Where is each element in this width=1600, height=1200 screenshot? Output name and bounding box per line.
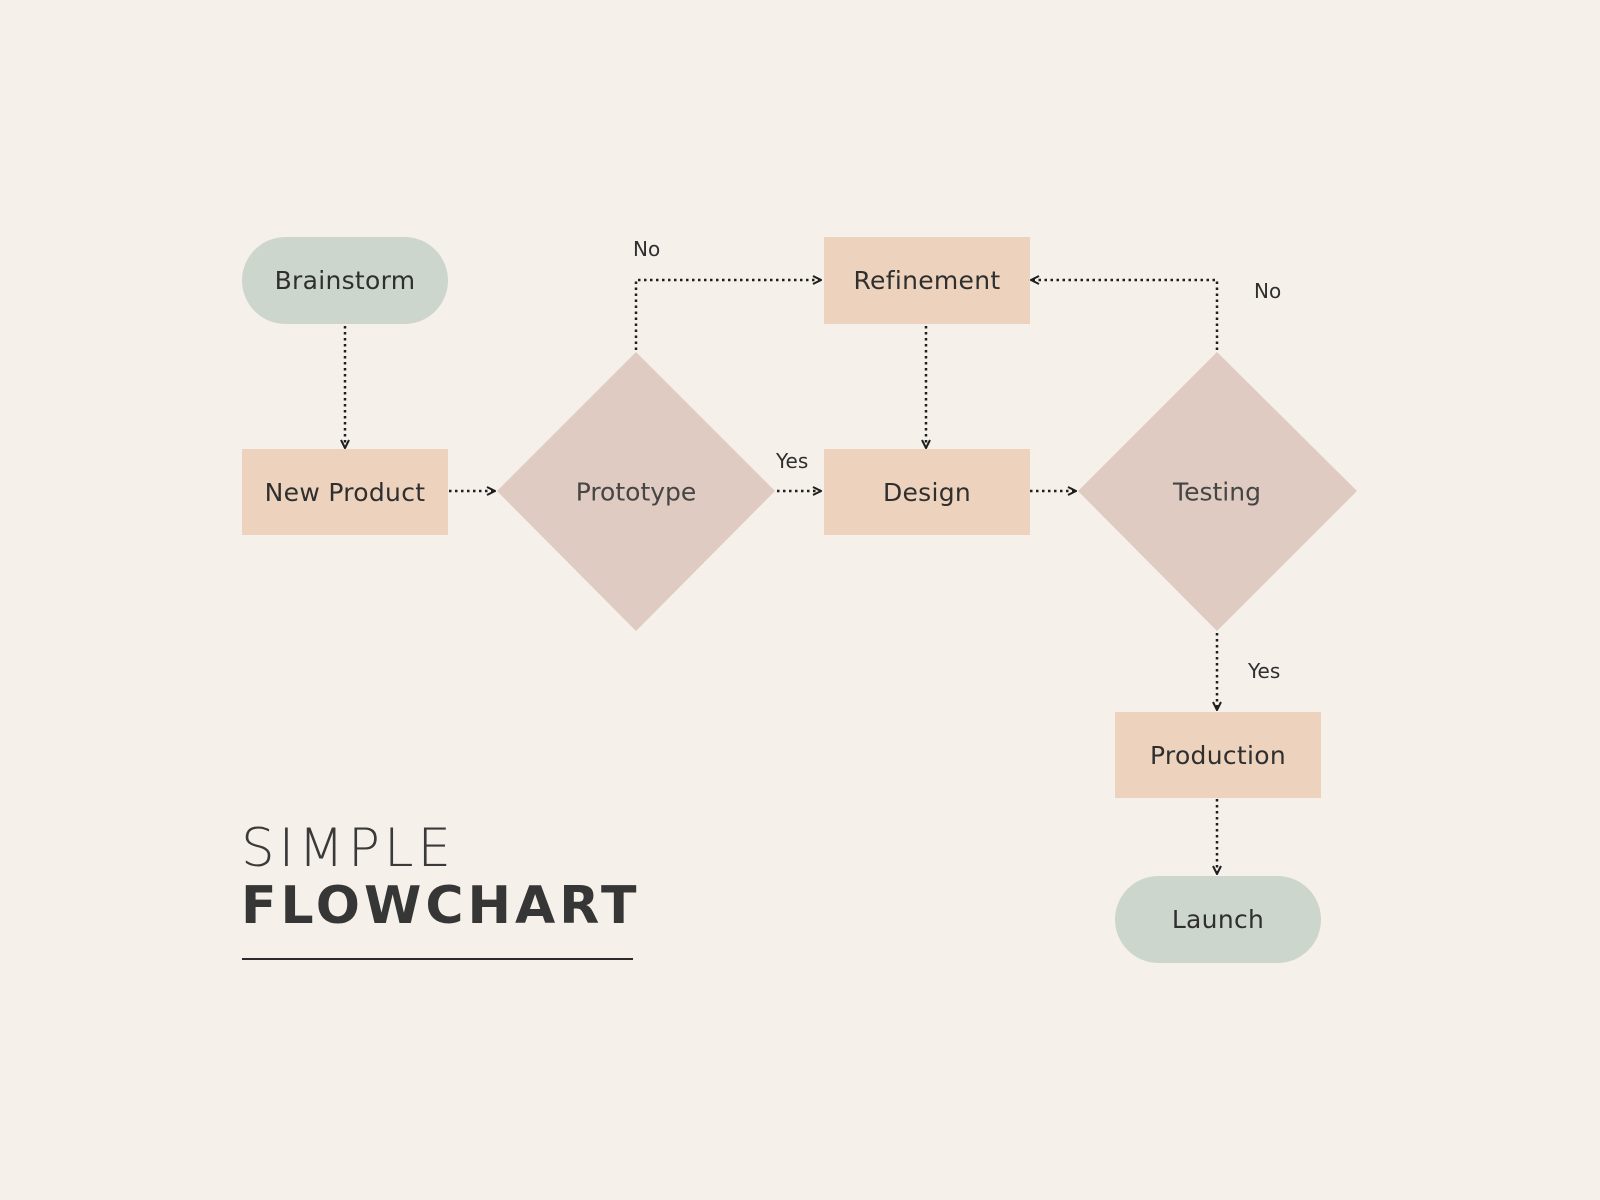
testing-decision-shape bbox=[1078, 352, 1357, 631]
brainstorm-label: Brainstorm bbox=[274, 266, 416, 295]
launch-label: Launch bbox=[1171, 905, 1265, 934]
design-label: Design bbox=[882, 477, 972, 507]
brainstorm-node: Brainstorm bbox=[242, 237, 448, 324]
new-product-label: New Product bbox=[264, 477, 426, 507]
new-product-node: New Product bbox=[242, 449, 448, 535]
launch-node: Launch bbox=[1115, 876, 1321, 963]
title-underline bbox=[242, 958, 633, 960]
testing-label: Testing bbox=[1173, 477, 1261, 507]
prototype-no-label: No bbox=[633, 237, 661, 261]
production-node: Production bbox=[1115, 712, 1321, 798]
title-line-flowchart: FLOWCHART bbox=[241, 876, 641, 936]
prototype-decision-shape bbox=[497, 352, 775, 631]
design-node: Design bbox=[824, 449, 1030, 535]
prototype-yes-label: Yes bbox=[776, 449, 809, 473]
refinement-node: Refinement bbox=[824, 237, 1030, 324]
refinement-label: Refinement bbox=[853, 266, 1001, 295]
title-line-simple: SIMPLE bbox=[241, 818, 455, 879]
testing-yes-label: Yes bbox=[1248, 659, 1281, 683]
production-label: Production bbox=[1149, 740, 1286, 770]
connector-prototype-no-to-refinement bbox=[634, 280, 821, 350]
prototype-label: Prototype bbox=[575, 477, 697, 507]
testing-no-label: No bbox=[1254, 279, 1282, 303]
connector-testing-no-to-refinement bbox=[1031, 280, 1219, 350]
